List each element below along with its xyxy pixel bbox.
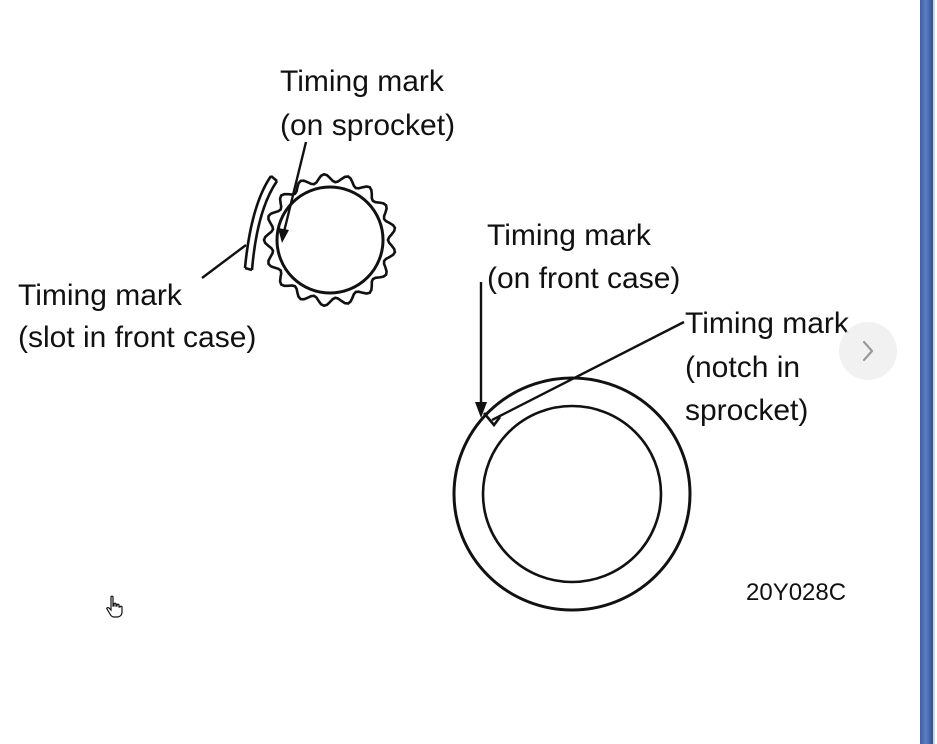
hand-pointer-icon bbox=[106, 595, 123, 618]
label-notch-mark: Timing mark (notch in sprocket) bbox=[685, 307, 857, 427]
chevron-right-icon bbox=[862, 340, 874, 362]
label-front-case-mark: Timing mark (on front case) bbox=[487, 219, 680, 295]
next-image-button[interactable] bbox=[839, 322, 897, 380]
large-sprocket bbox=[452, 376, 692, 612]
window-edge-scrollbar[interactable] bbox=[918, 0, 937, 744]
notch-marker bbox=[483, 412, 502, 428]
leader-slot-mark bbox=[201, 244, 247, 279]
window-edge-band bbox=[920, 0, 933, 744]
label-sprocket-mark: Timing mark (on sprocket) bbox=[280, 65, 455, 142]
label-slot-mark: Timing mark (slot in front case) bbox=[18, 279, 256, 354]
arrowhead-sprocket-mark bbox=[278, 228, 289, 243]
figure-code: 20Y028C bbox=[746, 579, 846, 606]
front-case-slot bbox=[243, 175, 279, 272]
leader-sprocket-mark bbox=[280, 141, 308, 241]
window-edge-highlight bbox=[933, 0, 935, 744]
timing-diagram: Timing mark (on sprocket) Timing mark (s… bbox=[18, 65, 857, 612]
small-sprocket bbox=[262, 172, 397, 308]
arrowhead-front-case-mark bbox=[475, 402, 487, 418]
leader-notch-mark bbox=[491, 320, 685, 422]
